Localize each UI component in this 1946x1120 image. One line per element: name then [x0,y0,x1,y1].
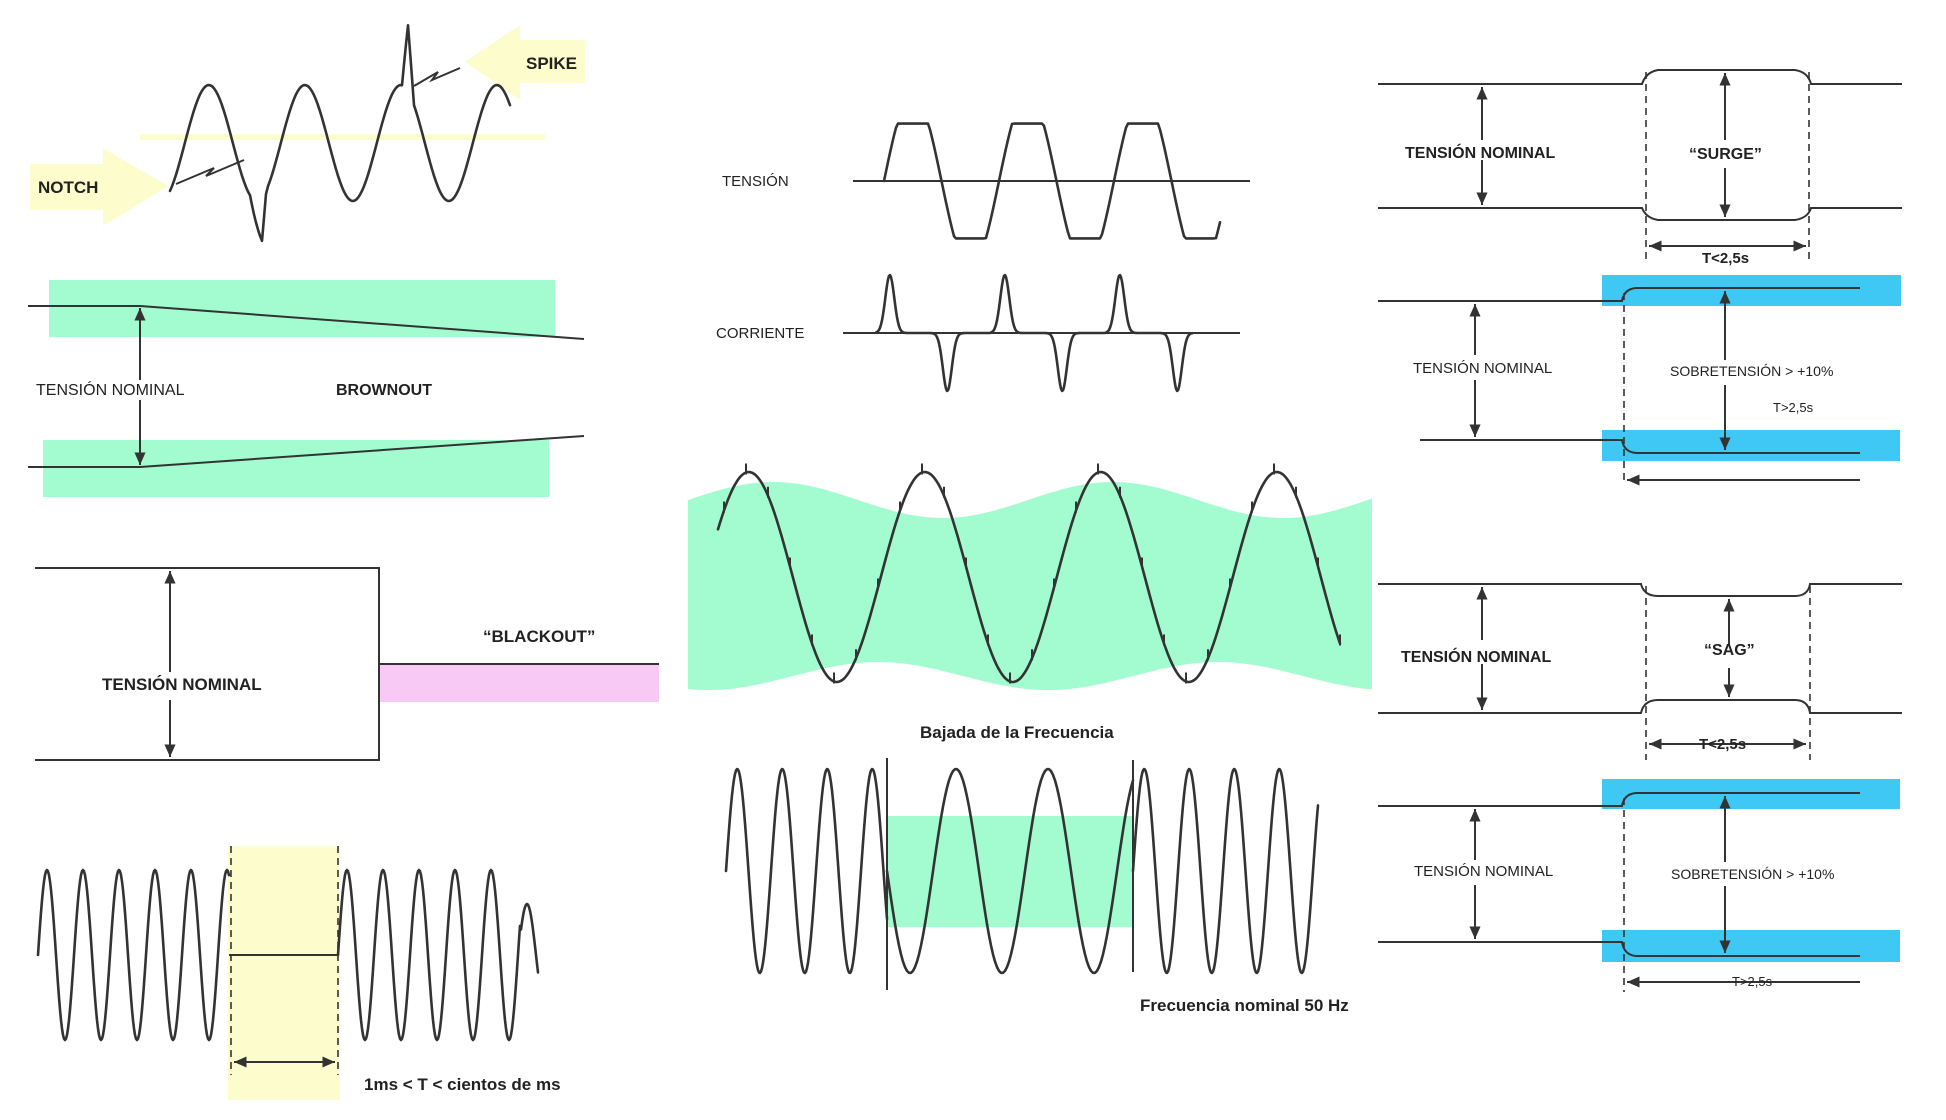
current-label: CORRIENTE [716,325,804,342]
brownout-lower-line [28,435,585,468]
nominal-frequency-waveform-right [1131,767,1320,975]
overvoltage-1-nominal-label: TENSIÓN NOMINAL [1413,360,1552,377]
sag-upper-line [1378,583,1902,597]
notch-label: NOTCH [38,178,98,197]
spike-arrow [465,25,585,100]
spike-zigzag-mark [413,67,461,87]
brownout-panel: TENSIÓN NOMINAL BROWNOUT [28,280,585,497]
frequency-drop-panel: Bajada de la Frecuencia [688,463,1372,742]
surge-panel: TENSIÓN NOMINAL “SURGE” T<2,5s [1378,69,1902,267]
interruption-waveform-left [36,868,231,1042]
overvoltage-2-upper-line [1378,792,1860,807]
spike-label: SPIKE [526,54,577,73]
notch-spike-panel: NOTCH SPIKE [30,24,585,243]
overvoltage-2-time-label: T>2,5s [1732,974,1773,989]
notch-spike-reference-band [140,134,545,140]
interruption-panel: 1ms < T < cientos de ms [36,846,561,1100]
overvoltage-1-time-label: T>2,5s [1773,400,1814,415]
overvoltage-2-nominal-label: TENSIÓN NOMINAL [1414,863,1553,880]
nominal-frequency-title: Frecuencia nominal 50 Hz [1140,996,1349,1015]
pulsed-current-waveform [874,273,1194,393]
interruption-waveform-right [336,868,540,1042]
sag-nominal-label: TENSIÓN NOMINAL [1401,647,1551,666]
brownout-nominal-label: TENSIÓN NOMINAL [36,380,185,399]
brownout-title: BROWNOUT [336,382,432,399]
overvoltage-panel-2: TENSIÓN NOMINAL SOBRETENSIÓN > +10% T>2,… [1378,779,1900,992]
notch-spike-waveform [168,24,512,243]
surge-title: “SURGE” [1689,146,1762,163]
sag-time-label: T<2,5s [1699,736,1746,753]
overvoltage-1-top-band [1602,275,1901,306]
nominal-frequency-waveform-middle [885,767,1135,975]
sag-panel: TENSIÓN NOMINAL “SAG” T<2,5s [1378,583,1902,760]
frequency-drop-waveform [716,470,1342,684]
overvoltage-1-title: SOBRETENSIÓN > +10% [1670,363,1833,379]
notch-arrow [30,148,168,226]
frequency-drop-band [688,482,1372,690]
notch-zigzag-mark [175,159,245,185]
surge-lower-line [1378,207,1902,221]
frequency-drop-title: Bajada de la Frecuencia [920,723,1114,742]
surge-time-label: T<2,5s [1702,250,1749,267]
blackout-title: “BLACKOUT” [483,627,595,646]
voltage-label: TENSIÓN [722,173,789,190]
overvoltage-panel-1: TENSIÓN NOMINAL SOBRETENSIÓN > +10% T>2,… [1378,275,1901,486]
blackout-band [379,664,659,702]
nominal-frequency-waveform-left [724,767,889,975]
sag-title: “SAG” [1704,642,1755,659]
overvoltage-1-bottom-band [1602,430,1900,461]
harmonics-panel: TENSIÓN CORRIENTE [716,122,1250,393]
blackout-outline [35,567,380,761]
overvoltage-2-title: SOBRETENSIÓN > +10% [1671,866,1834,882]
brownout-top-band [49,280,555,337]
sag-lower-line [1378,699,1902,714]
frequency-drop-tick-marks [723,463,1341,684]
overvoltage-1-upper-line [1378,287,1860,302]
overvoltage-2-lower-line [1378,941,1860,957]
overvoltage-1-lower-line [1420,439,1860,454]
blackout-nominal-label: TENSIÓN NOMINAL [102,675,262,694]
distorted-voltage-waveform [882,122,1222,240]
surge-upper-line [1378,69,1902,85]
overvoltage-2-bottom-band [1602,930,1900,962]
brownout-bottom-band [43,440,549,497]
nominal-frequency-band [887,816,1133,927]
nominal-frequency-panel: Frecuencia nominal 50 Hz [724,758,1349,1015]
surge-nominal-label: TENSIÓN NOMINAL [1405,143,1555,162]
brownout-upper-line [28,305,585,340]
interruption-duration-label: 1ms < T < cientos de ms [364,1075,561,1094]
blackout-panel: TENSIÓN NOMINAL “BLACKOUT” [35,567,659,761]
